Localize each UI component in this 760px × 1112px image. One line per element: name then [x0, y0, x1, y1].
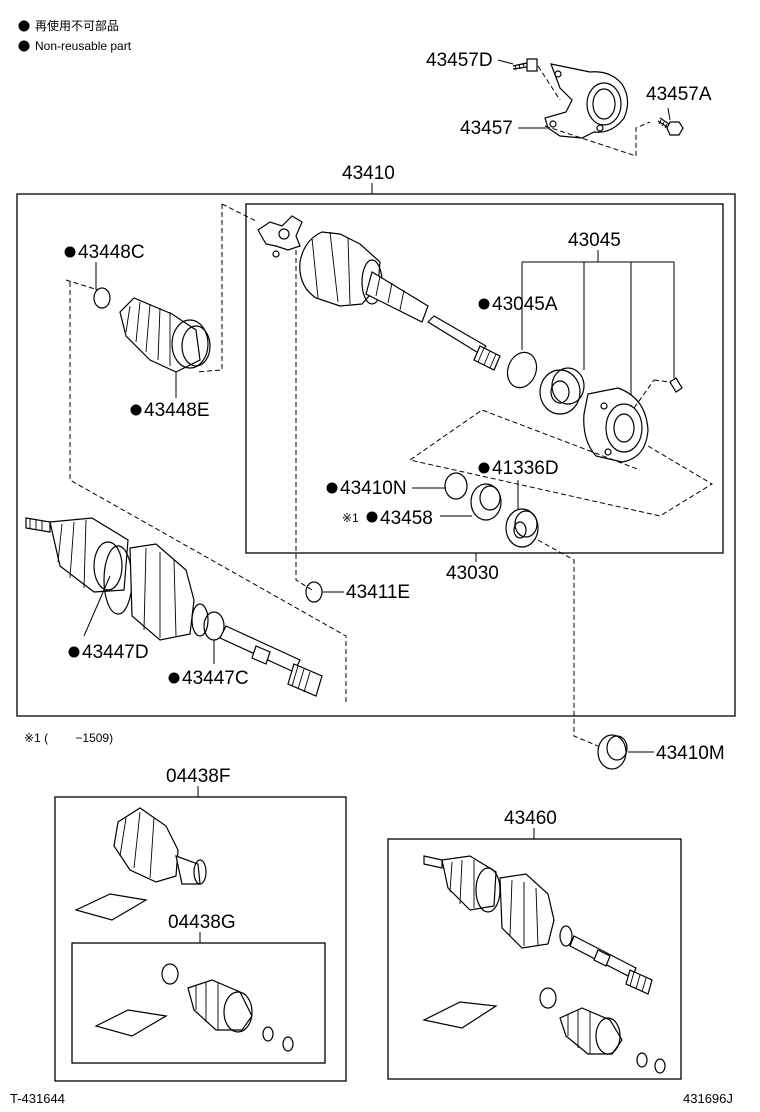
boot-kit-04438f-icon — [74, 807, 207, 921]
leader-43045 — [521, 250, 675, 396]
bolt-43457d-icon — [512, 58, 538, 72]
boot-kit-43460-icon — [422, 987, 666, 1074]
legend-bullet-icon — [18, 20, 30, 32]
callout-04438g: 04438G — [168, 912, 236, 933]
nonreusable-mark-icon — [64, 246, 76, 258]
leader-43457d — [497, 59, 514, 65]
housing-dashed-guide — [408, 379, 713, 517]
inboard-joint-icon — [299, 231, 429, 323]
callout-41336d: 41336D — [492, 458, 559, 479]
inner-shaft-icon — [427, 315, 501, 371]
callout-43045a: 43045A — [492, 294, 558, 315]
bracket-43457-icon — [544, 63, 629, 139]
snap-ring-43410n-icon — [444, 472, 468, 500]
bracket-dashed-guide — [537, 65, 651, 157]
footnote: ※1 ( −1509) — [24, 731, 113, 745]
callout-43457a: 43457A — [646, 84, 712, 105]
nonreusable-mark-icon — [478, 298, 490, 310]
seal-43458-icon — [470, 483, 502, 521]
nonreusable-mark-icon — [130, 404, 142, 416]
legend-title-ja: 再使用不可部品 — [35, 18, 119, 33]
subassembly-43030: 41336D 43410N ※1 43458 — [326, 458, 559, 548]
callout-43447c: 43447C — [182, 668, 249, 689]
callout-43457: 43457 — [460, 118, 513, 139]
callout-43030: 43030 — [446, 563, 499, 584]
tripod-icon — [257, 215, 303, 258]
callout-04438f: 04438F — [166, 766, 230, 787]
main-dashed-guide — [65, 203, 347, 704]
assembly-box-43045 — [245, 203, 724, 554]
seal-43410m-icon — [597, 734, 628, 770]
legend-title-en: Non‐reusable part — [35, 39, 132, 53]
boot-43448-set: 43448C 43448E — [64, 242, 211, 421]
nonreusable-mark-icon — [478, 462, 490, 474]
boot-kit-04438g-icon — [94, 963, 294, 1052]
callout-43448e: 43448E — [144, 400, 210, 421]
snap-ring-43045a-icon — [506, 351, 538, 389]
drive-shaft-43460-icon — [423, 855, 653, 995]
boot-43448-icon — [119, 297, 209, 373]
callout-43457d: 43457D — [426, 50, 493, 71]
center-bearing-icon — [539, 367, 585, 415]
assembly-box-43460 — [387, 838, 682, 1080]
bearing-housing-icon — [583, 387, 649, 463]
drive-shaft-outer-icon — [25, 517, 323, 697]
clamp-43448e-icon — [181, 325, 211, 367]
kit-box-04438f — [54, 796, 347, 1082]
callout-43410n: 43410N — [340, 478, 407, 499]
callout-43410m: 43410M — [656, 743, 725, 764]
nonreusable-mark-icon — [168, 672, 180, 684]
nonreusable-mark-icon — [68, 646, 80, 658]
callout-43411e: 43411E — [346, 582, 410, 603]
nonreusable-mark-icon — [326, 482, 338, 494]
callout-43045: 43045 — [568, 230, 621, 251]
seal-41336d-icon — [505, 508, 539, 548]
callout-43447d: 43447D — [82, 642, 149, 663]
dashed-guide-43410m — [537, 539, 599, 747]
nonreusable-mark-icon — [366, 511, 378, 523]
corner-code-left: T-431644 — [10, 1091, 65, 1106]
pin-icon — [669, 377, 683, 393]
clamp-43448c-icon — [93, 287, 111, 309]
leader-43447d — [83, 575, 111, 637]
assembly-box-43410 — [16, 193, 736, 717]
callout-43458: 43458 — [380, 508, 433, 529]
callout-43448c: 43448C — [78, 242, 145, 263]
clip-43411e-icon — [305, 581, 323, 603]
legend-bullet-icon — [18, 40, 30, 52]
kit-box-04438g — [71, 942, 326, 1064]
bolt-43457a-icon — [657, 117, 684, 136]
callout-43410: 43410 — [342, 163, 395, 184]
callout-43460: 43460 — [504, 808, 557, 829]
legend: 再使用不可部品 Non‐reusable part — [18, 18, 132, 53]
bracket-assembly: 43457D 43457A 43457 — [426, 50, 712, 157]
note-mark: ※1 — [342, 511, 359, 525]
corner-code-right: 431696J — [683, 1091, 733, 1106]
leader-43457a — [667, 107, 671, 121]
